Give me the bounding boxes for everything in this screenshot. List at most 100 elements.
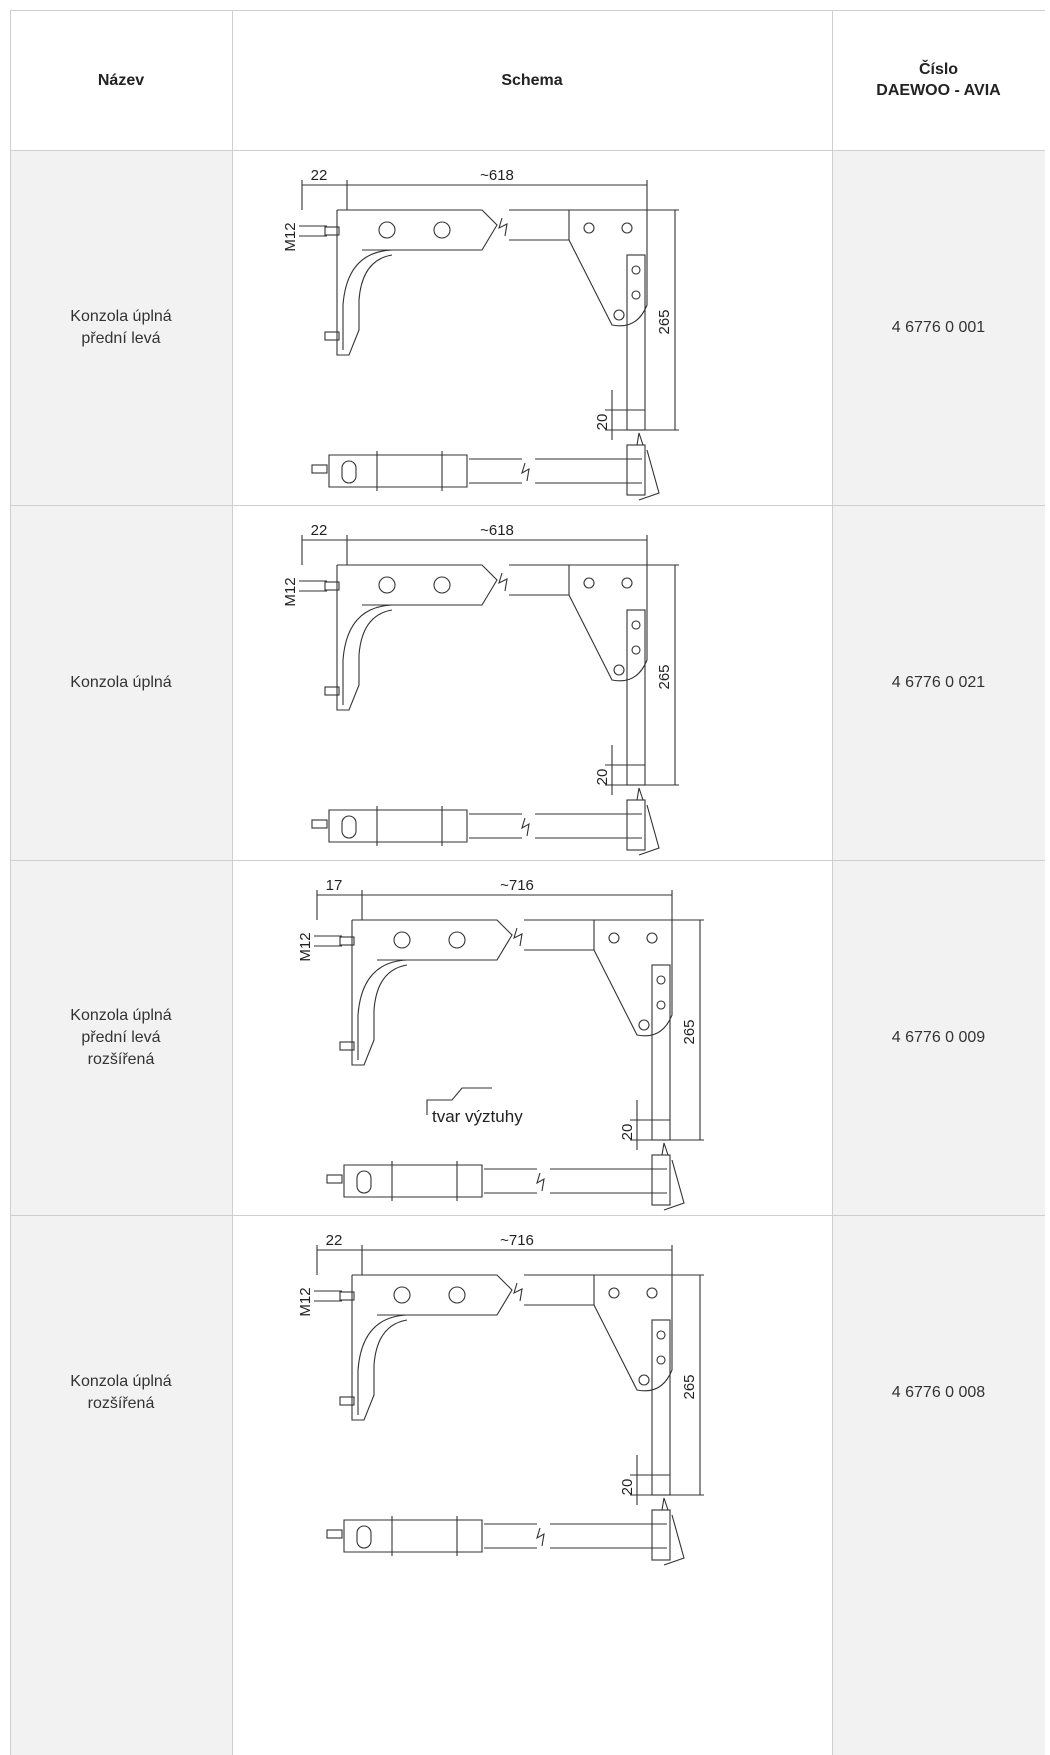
post-hole	[656, 1330, 666, 1340]
grid-line	[10, 860, 1045, 861]
plan-slot	[356, 1525, 372, 1549]
bolt	[339, 936, 355, 946]
beam-hole	[378, 221, 396, 239]
plan-end-plate	[626, 799, 646, 851]
dimension-offset-label: 22	[311, 167, 328, 184]
dimension-offset-label: 22	[326, 1232, 343, 1249]
plate-curve	[357, 1314, 408, 1415]
grid-line	[10, 1215, 1045, 1216]
reinforcement-shape	[426, 1087, 492, 1115]
end-hole	[613, 309, 625, 321]
beam-left-section	[352, 1274, 513, 1316]
end-hole	[638, 1374, 650, 1386]
row-number-cell: 4 6776 0 008	[832, 1215, 1045, 1755]
bolt	[339, 1291, 355, 1301]
break-mark	[521, 462, 530, 482]
dimension-offset-label: 22	[311, 522, 328, 539]
dimension-height-label: 265	[681, 1019, 698, 1044]
dimension-height-label: 265	[656, 309, 673, 334]
bolt	[324, 686, 340, 696]
end-plate	[568, 209, 648, 327]
plan-bracket	[663, 1159, 685, 1211]
vertical-post	[651, 1319, 671, 1496]
end-hole	[621, 222, 633, 234]
dimension-length-label: ~618	[480, 522, 514, 539]
beam-left-section	[337, 564, 498, 606]
header-cell-number: Číslo DAEWOO - AVIA	[832, 10, 1045, 150]
plan-slot	[356, 1170, 372, 1194]
part-name-line: rozšířená	[87, 1050, 155, 1068]
dimension-small-label: 20	[619, 1124, 636, 1141]
grid-line	[10, 150, 1045, 151]
post-hole	[631, 645, 641, 655]
dimension-thread-label: M12	[282, 577, 299, 606]
part-name-line: přední levá	[81, 329, 161, 347]
grid-line	[232, 10, 233, 1755]
plan-tip	[636, 432, 644, 446]
break-mark	[513, 1282, 523, 1302]
post-hole	[656, 975, 666, 985]
header-cell-schema: Schema	[232, 10, 832, 150]
plan-bracket	[663, 1514, 685, 1566]
row-number-cell: 4 6776 0 001	[832, 150, 1045, 505]
vertical-post	[626, 254, 646, 431]
plan-beam-left	[343, 1519, 483, 1553]
plan-beam-left	[328, 809, 468, 843]
part-name-line: Konzola úplná	[70, 673, 172, 691]
dimension-small-label: 20	[594, 769, 611, 786]
beam-hole	[393, 931, 411, 949]
dimension-height-label: 265	[656, 664, 673, 689]
row-name-cell: Konzola úplná přední levá	[10, 150, 232, 505]
end-plate	[568, 564, 648, 682]
grid-line	[10, 10, 11, 1755]
grid-line	[10, 10, 1045, 11]
part-number: 4 6776 0 008	[891, 1383, 986, 1401]
part-name-line: Konzola úplná	[70, 1006, 172, 1024]
plan-beam-mid	[469, 813, 522, 839]
plan-bolt	[326, 1174, 343, 1184]
header-schema-label: Schema	[501, 71, 563, 89]
vertical-post	[626, 609, 646, 786]
plan-beam-mid	[484, 1523, 537, 1549]
beam-hole	[433, 576, 451, 594]
end-hole	[608, 932, 620, 944]
end-hole	[621, 577, 633, 589]
dimension-length-label: ~618	[480, 167, 514, 184]
part-number: 4 6776 0 001	[891, 318, 986, 336]
reinforcement-note: tvar výztuhy	[432, 1107, 523, 1126]
plan-bolt	[311, 819, 328, 829]
plan-slot	[341, 460, 357, 484]
plan-bolt	[311, 464, 328, 474]
break-mark	[513, 927, 523, 947]
part-name-line: rozšířená	[87, 1394, 155, 1412]
vertical-plate	[336, 565, 393, 711]
beam-left-section	[337, 209, 498, 251]
beam-hole	[393, 1286, 411, 1304]
part-name-line: přední levá	[81, 1028, 161, 1046]
plan-beam-right	[535, 813, 642, 839]
bolt	[324, 331, 340, 341]
plan-beam-right	[550, 1523, 667, 1549]
vertical-plate	[351, 1275, 408, 1421]
row-number-cell: 4 6776 0 009	[832, 860, 1045, 1215]
end-hole	[583, 222, 595, 234]
plate-curve	[342, 604, 393, 705]
plan-slot	[341, 815, 357, 839]
dimension-height-label: 265	[681, 1374, 698, 1399]
break-mark	[498, 217, 508, 237]
break-mark	[536, 1172, 545, 1192]
part-name-line: Konzola úplná	[70, 1372, 172, 1390]
break-mark	[498, 572, 508, 592]
row-name-cell: Konzola úplná rozšířená	[10, 1215, 232, 1755]
row-name-cell: Konzola úplná přední levá rozšířená	[10, 860, 232, 1215]
